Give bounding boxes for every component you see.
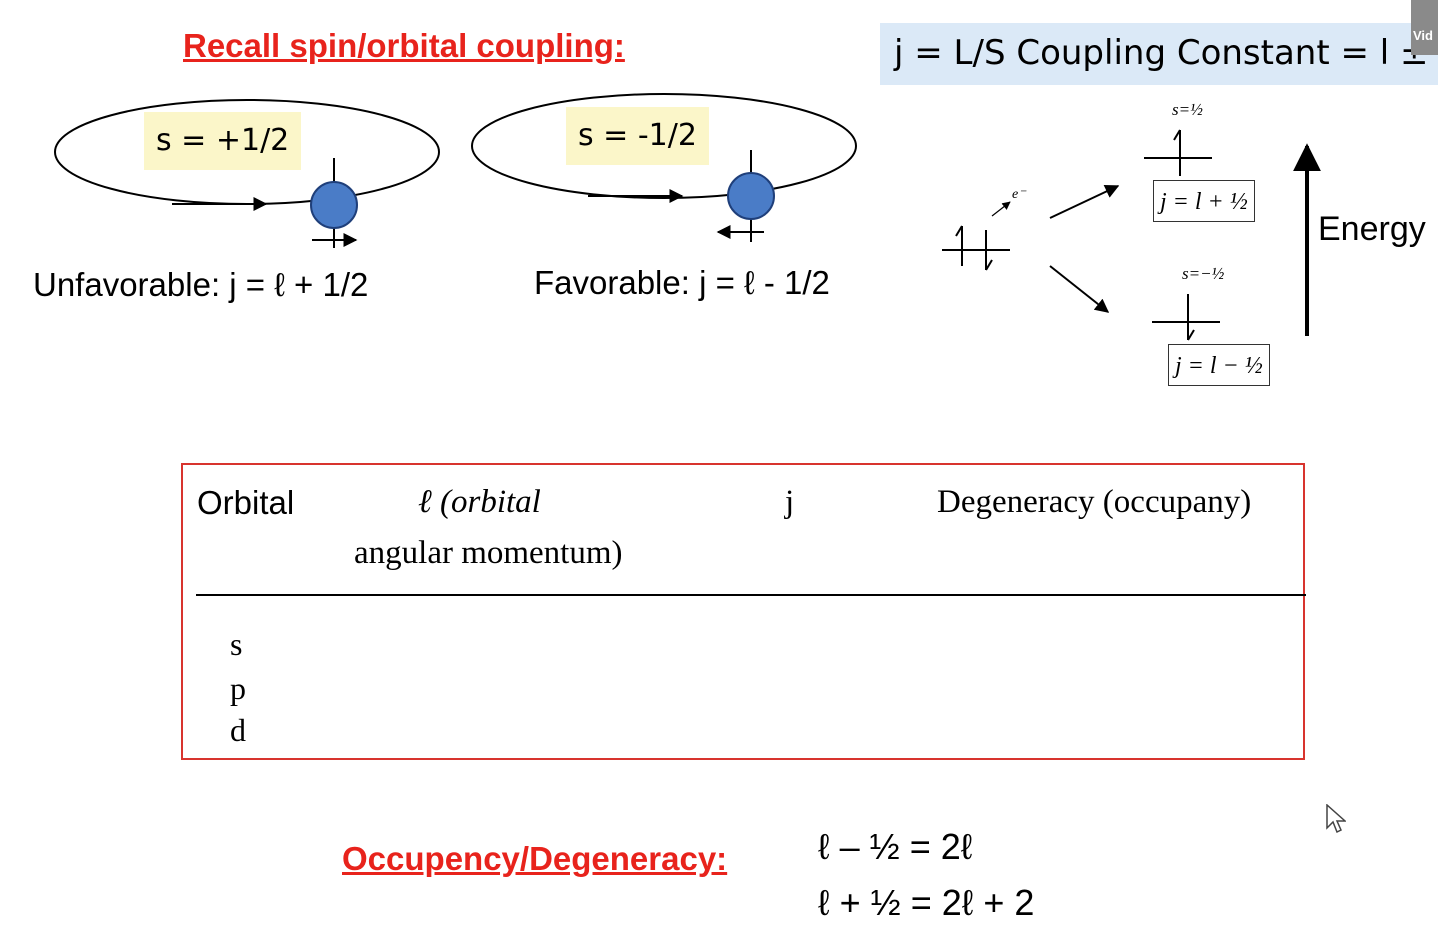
header-orbital: Orbital	[197, 484, 295, 521]
energy-splitting-diagram	[942, 129, 1321, 341]
header-l-line2: angular momentum)	[354, 535, 623, 571]
table-divider	[196, 594, 1306, 596]
orbit-right	[471, 93, 857, 242]
page-title: Recall spin/orbital coupling:	[183, 27, 625, 64]
table-row: d	[230, 712, 246, 748]
header-j: j	[785, 484, 795, 520]
upper-j-box: j = l + ½	[1153, 180, 1255, 222]
occupancy-eq1: ℓ – ½ = 2ℓ	[818, 826, 973, 867]
video-overlay-badge[interactable]: Vid	[1411, 0, 1438, 55]
spin-label-up: s = +1/2	[144, 112, 302, 170]
orbital-table	[181, 463, 1305, 760]
upper-spin-label: s=½	[1172, 100, 1203, 119]
coupling-constant-box	[880, 23, 1438, 85]
header-l-line1: ℓ (orbital	[418, 484, 541, 520]
electron-label: e⁻	[1012, 187, 1026, 202]
table-row: s	[230, 626, 243, 662]
electron-left	[310, 181, 358, 229]
lower-spin-label: s=−½	[1182, 264, 1225, 283]
spin-label-down: s = -1/2	[566, 107, 709, 165]
table-row: p	[230, 670, 246, 706]
lower-j-box: j = l − ½	[1168, 344, 1270, 386]
caption-favorable: Favorable: j = ℓ - 1/2	[534, 264, 830, 301]
occupancy-eq2: ℓ + ½ = 2ℓ + 2	[818, 882, 1035, 923]
energy-axis-label: Energy	[1318, 210, 1426, 248]
orbit-left	[54, 99, 440, 248]
electron-right	[727, 172, 775, 220]
caption-unfavorable: Unfavorable: j = ℓ + 1/2	[33, 266, 369, 303]
occupancy-title: Occupency/Degeneracy:	[342, 840, 728, 877]
mouse-cursor-icon	[1326, 804, 1346, 834]
coupling-constant-text: j = L/S Coupling Constant = l ± s	[894, 33, 1438, 73]
header-degeneracy: Degeneracy (occupany)	[937, 484, 1252, 520]
